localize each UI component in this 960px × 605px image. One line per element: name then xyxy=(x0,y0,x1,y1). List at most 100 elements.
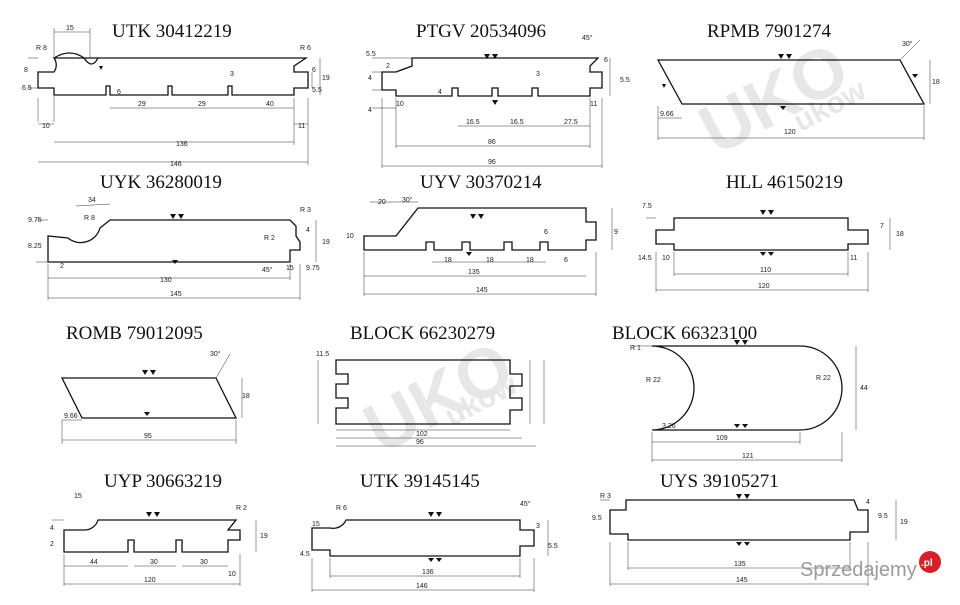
profile-title: UTK 30412219 xyxy=(112,21,232,42)
dim-label: 110 xyxy=(760,267,771,274)
dim-label: 3 xyxy=(230,71,234,78)
dim-label: 34 xyxy=(88,197,96,204)
dim-label: 16.5 xyxy=(466,119,480,126)
profile-block-66323100: BLOCK 66323100 R 1 R 22 R 22 3.26 44 109… xyxy=(612,323,868,462)
dim-label: 109 xyxy=(716,435,728,442)
dim-label: 5.5 xyxy=(620,77,630,84)
dim-label: 4 xyxy=(368,107,372,114)
dim-label: 15 xyxy=(66,25,74,32)
profile-block-66230279: BLOCK 66230279 11.5 102 96 xyxy=(316,323,545,447)
profile-ptgv-20534096: PTGV 20534096 5.5 4 2 45° 6 3 5.5 4 10 4… xyxy=(366,21,630,168)
dim-label: 4 xyxy=(50,525,54,532)
dim-label: 29 xyxy=(198,101,206,108)
profile-title: UYV 30370214 xyxy=(420,172,542,193)
dim-label: 120 xyxy=(758,283,770,290)
dim-label: 146 xyxy=(416,583,428,590)
dim-label: 6 xyxy=(604,57,608,64)
dim-label: 9.75 xyxy=(28,217,42,224)
profile-title: UTK 39145145 xyxy=(360,471,480,492)
dim-label: 45° xyxy=(262,266,273,274)
dim-label: 5.5 xyxy=(312,87,322,94)
dim-label: 2 xyxy=(60,263,64,270)
dim-label: 3 xyxy=(536,523,540,530)
dim-label: 136 xyxy=(176,141,188,148)
dim-label: 5.5 xyxy=(548,543,558,550)
profile-title: UYK 36280019 xyxy=(100,172,222,193)
dim-label: R 22 xyxy=(646,377,661,384)
dim-label: 5.5 xyxy=(366,51,376,58)
dim-label: 11 xyxy=(590,101,597,108)
dim-label: 6 xyxy=(312,67,316,74)
dim-label: 10 xyxy=(228,571,236,578)
dim-label: 18 xyxy=(486,257,494,264)
logo-badge-text: .pl xyxy=(921,558,933,569)
profile-uyv-30370214: UYV 30370214 20 30° 6 10 18 18 18 6 9 13… xyxy=(346,172,618,296)
dim-label: 19 xyxy=(900,519,908,526)
dim-label: 4 xyxy=(866,499,870,506)
dim-label: 7 xyxy=(880,223,884,230)
dim-label: 30° xyxy=(210,350,221,358)
dim-label: 16.5 xyxy=(510,119,524,126)
dim-label: 8.25 xyxy=(28,243,42,250)
dim-label: 4 xyxy=(438,89,442,96)
dim-label: 9.66 xyxy=(64,413,78,420)
dim-label: R 8 xyxy=(36,45,47,52)
dim-label: 20 xyxy=(378,199,386,206)
profile-title: UYP 30663219 xyxy=(104,471,222,492)
dim-label: 10 xyxy=(662,255,670,262)
dim-label: 4 xyxy=(306,227,310,234)
dim-label: 30° xyxy=(402,196,413,204)
dim-label: R 1 xyxy=(630,345,641,352)
dim-label: 4 xyxy=(368,75,372,82)
logo-badge xyxy=(919,551,941,573)
dim-label: R 6 xyxy=(300,45,311,52)
dim-label: 27.5 xyxy=(564,119,578,126)
dim-label: 7.5 xyxy=(642,203,652,210)
dim-label: 11.5 xyxy=(316,351,329,358)
dim-label: 18 xyxy=(896,231,904,238)
profile-title: RPMB 7901274 xyxy=(707,21,832,42)
dim-label: 120 xyxy=(784,129,796,136)
dim-label: 19 xyxy=(322,75,330,82)
dim-label: 30 xyxy=(150,559,158,566)
dim-label: 9 xyxy=(614,229,618,236)
dim-label: R 8 xyxy=(84,215,95,222)
dim-label: 30 xyxy=(200,559,208,566)
profile-romb-79012095: ROMB 79012095 30° 18 9.66 95 xyxy=(60,323,250,444)
dim-label: 11 xyxy=(298,123,305,130)
dim-label: 19 xyxy=(322,239,330,246)
dim-label: R 2 xyxy=(264,235,275,242)
dim-label: 18 xyxy=(526,257,534,264)
profile-title: ROMB 79012095 xyxy=(66,323,203,344)
dim-label: 10 xyxy=(42,123,50,130)
dim-label: R 2 xyxy=(236,505,247,512)
dim-label: 40 xyxy=(266,101,274,108)
profile-uyk-36280019: UYK 36280019 34 R 8 R 2 R 3 9.75 8.25 2 … xyxy=(28,172,330,300)
profile-utk-39145145: UTK 39145145 45° 3 R 6 15 4.5 5.5 136 14… xyxy=(300,471,558,592)
dim-label: 9.66 xyxy=(660,111,674,118)
dim-label: 120 xyxy=(144,577,156,584)
dim-label: 8 xyxy=(24,67,28,74)
dim-label: 3 xyxy=(536,71,540,78)
dim-label: 11 xyxy=(850,255,857,262)
dim-label: 6 xyxy=(564,257,568,264)
dim-label: R 3 xyxy=(600,493,611,500)
dim-label: 4.5 xyxy=(300,551,310,558)
profile-rpmb-7901274: RPMB 7901274 30° 18 9.66 120 xyxy=(656,21,940,140)
dim-label: 9.5 xyxy=(878,513,888,520)
dim-label: R 3 xyxy=(300,207,311,214)
dim-label: 135 xyxy=(468,269,480,276)
dim-label: 136 xyxy=(422,569,434,576)
dim-label: 6 xyxy=(117,89,121,96)
dim-label: 86 xyxy=(488,139,496,146)
dim-label: 14.5 xyxy=(638,255,652,262)
dim-label: 102 xyxy=(416,431,428,438)
dim-label: 15 xyxy=(312,521,320,528)
dim-label: 10 xyxy=(346,233,354,240)
dim-label: 146 xyxy=(170,161,182,168)
profile-uyp-30663219: UYP 30663219 15 R 2 19 4 2 44 30 30 10 1… xyxy=(50,471,268,586)
logo-text: Sprzedajemy xyxy=(800,559,917,581)
dim-label: 18 xyxy=(242,393,250,400)
dim-label: 145 xyxy=(736,577,748,584)
